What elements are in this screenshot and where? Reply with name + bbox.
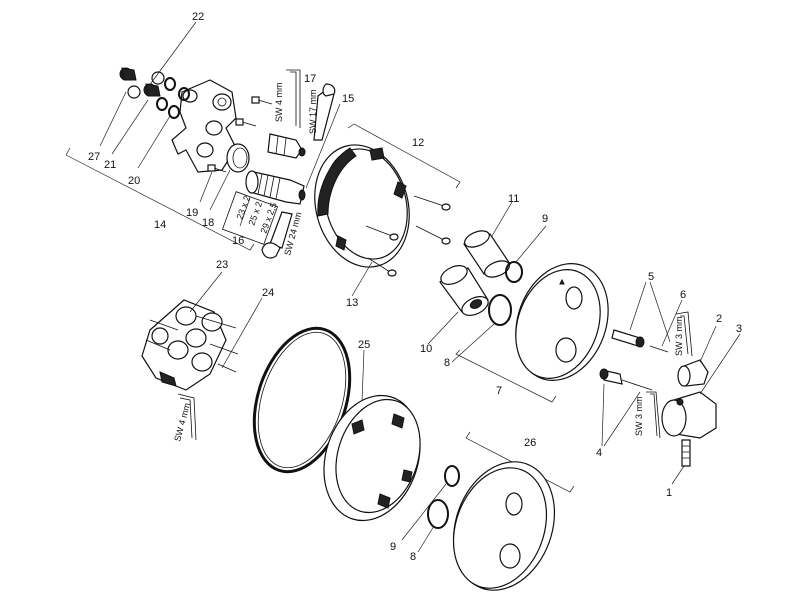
oring-size-box: 23 x 2 25 x 2 29 x 2,5 <box>221 191 279 245</box>
tool-label-sw4-bottom: SW 4 mm <box>172 402 192 443</box>
callout-23: 23 <box>216 259 228 271</box>
rosette-trim-plate <box>455 263 609 403</box>
callout-12: 12 <box>412 137 424 149</box>
seal-ring-and-mounting-plate <box>252 326 421 522</box>
callout-14: 14 <box>154 219 166 231</box>
callout-4: 4 <box>596 447 602 459</box>
wrench-tools <box>261 69 341 259</box>
callout-22: 22 <box>192 11 204 23</box>
callout-8-lower: 8 <box>410 551 416 563</box>
tool-label-sw3-a: SW 3 mm <box>674 317 684 357</box>
extension-sleeves <box>427 201 547 363</box>
tool-size-labels: SW 4 mm SW 17 mm SW 24 mm SW 3 mm SW 3 m… <box>172 83 684 443</box>
valve-body-assembly <box>65 21 306 251</box>
callout-15: 15 <box>342 93 354 105</box>
callout-25: 25 <box>358 339 370 351</box>
callout-3: 3 <box>736 323 742 335</box>
callout-7: 7 <box>496 385 502 397</box>
callout-26: 26 <box>524 437 536 449</box>
callout-19: 19 <box>186 207 198 219</box>
tool-label-sw4-top: SW 4 mm <box>274 83 284 123</box>
callout-11: 11 <box>508 193 519 205</box>
handle-parts <box>599 281 741 485</box>
callout-6: 6 <box>680 289 686 301</box>
callout-1: 1 <box>666 487 672 499</box>
callout-8: 8 <box>444 357 450 369</box>
tool-label-sw17: SW 17 mm <box>308 89 318 134</box>
trim-cover-plate <box>401 431 575 591</box>
callout-13: 13 <box>346 297 358 309</box>
diverter-assembly <box>141 271 263 441</box>
callout-9-lower: 9 <box>390 541 396 553</box>
callout-18: 18 <box>202 217 214 229</box>
callout-24: 24 <box>262 287 274 299</box>
check-valves <box>119 67 165 99</box>
callout-9: 9 <box>542 213 548 225</box>
plaster-guard-ring <box>314 123 461 297</box>
callout-10: 10 <box>420 343 432 355</box>
callout-27: 27 <box>88 151 100 163</box>
part-number-labels: 22 17 15 27 21 20 19 18 14 16 12 11 9 13… <box>88 11 742 563</box>
callout-16: 16 <box>232 235 244 247</box>
callout-5: 5 <box>648 271 654 283</box>
thermostat-cartridge <box>245 170 306 205</box>
tool-label-sw3-b: SW 3 mm <box>634 397 644 437</box>
callout-2: 2 <box>716 313 722 325</box>
callout-21: 21 <box>104 159 116 171</box>
callout-20: 20 <box>128 175 140 187</box>
callout-17: 17 <box>304 73 316 85</box>
